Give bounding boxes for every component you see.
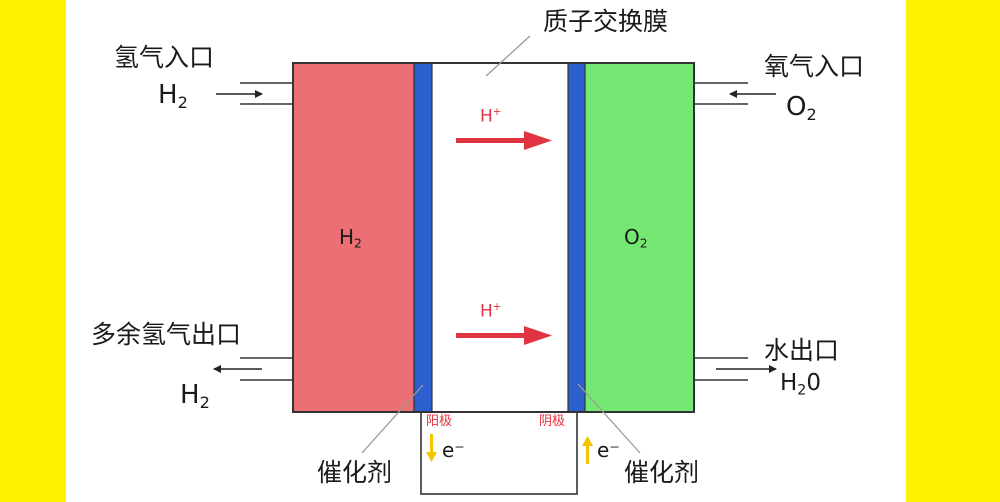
right-yellow-band	[906, 0, 1000, 502]
electron-arrow-left	[426, 434, 437, 462]
water-outlet-label: 水出口	[764, 336, 840, 365]
excess-hydrogen-outlet-label: 多余氢气出口	[91, 320, 242, 349]
anode-label: 阳极	[426, 414, 453, 429]
oxygen-inlet-pipe	[694, 82, 748, 105]
oxygen-chamber-formula: O2	[624, 225, 648, 251]
proton-label-bottom: H+	[480, 301, 502, 322]
hydrogen-chamber-formula: H2	[339, 225, 362, 251]
hydrogen-outlet-pipe	[240, 357, 293, 381]
catalyst-left-label: 催化剂	[317, 458, 393, 487]
hydrogen-inlet-formula: H2	[158, 80, 188, 112]
catalyst-right-leader-line	[577, 383, 641, 454]
proton-label-top: H+	[480, 106, 502, 127]
cathode-electrode	[568, 63, 585, 412]
left-yellow-band	[0, 0, 66, 502]
electron-label-right: e⁻	[597, 438, 620, 462]
water-outlet-pipe	[694, 357, 748, 381]
membrane-label: 质子交换膜	[543, 7, 669, 36]
anode-electrode	[414, 63, 432, 412]
membrane-leader-line	[485, 35, 531, 77]
water-outlet-formula: H20	[780, 370, 822, 399]
electron-label-left: e⁻	[442, 438, 465, 462]
proton-arrow-bottom	[456, 326, 552, 345]
cell-outline	[292, 62, 695, 413]
hydrogen-inlet-label: 氢气入口	[114, 43, 215, 72]
cathode-label: 阴极	[539, 414, 566, 429]
membrane-region	[432, 63, 568, 412]
oxygen-chamber	[585, 63, 694, 412]
catalyst-left-leader-line	[361, 384, 424, 454]
hydrogen-chamber	[293, 63, 414, 412]
electron-arrow-right	[582, 436, 593, 464]
oxygen-inlet-formula: O2	[786, 92, 817, 124]
proton-arrow-top	[456, 131, 552, 150]
catalyst-right-label: 催化剂	[624, 458, 700, 487]
oxygen-inlet-label: 氧气入口	[764, 52, 865, 81]
external-circuit	[420, 409, 578, 495]
hydrogen-outlet-formula: H2	[180, 380, 210, 412]
hydrogen-inlet-pipe	[240, 82, 293, 105]
